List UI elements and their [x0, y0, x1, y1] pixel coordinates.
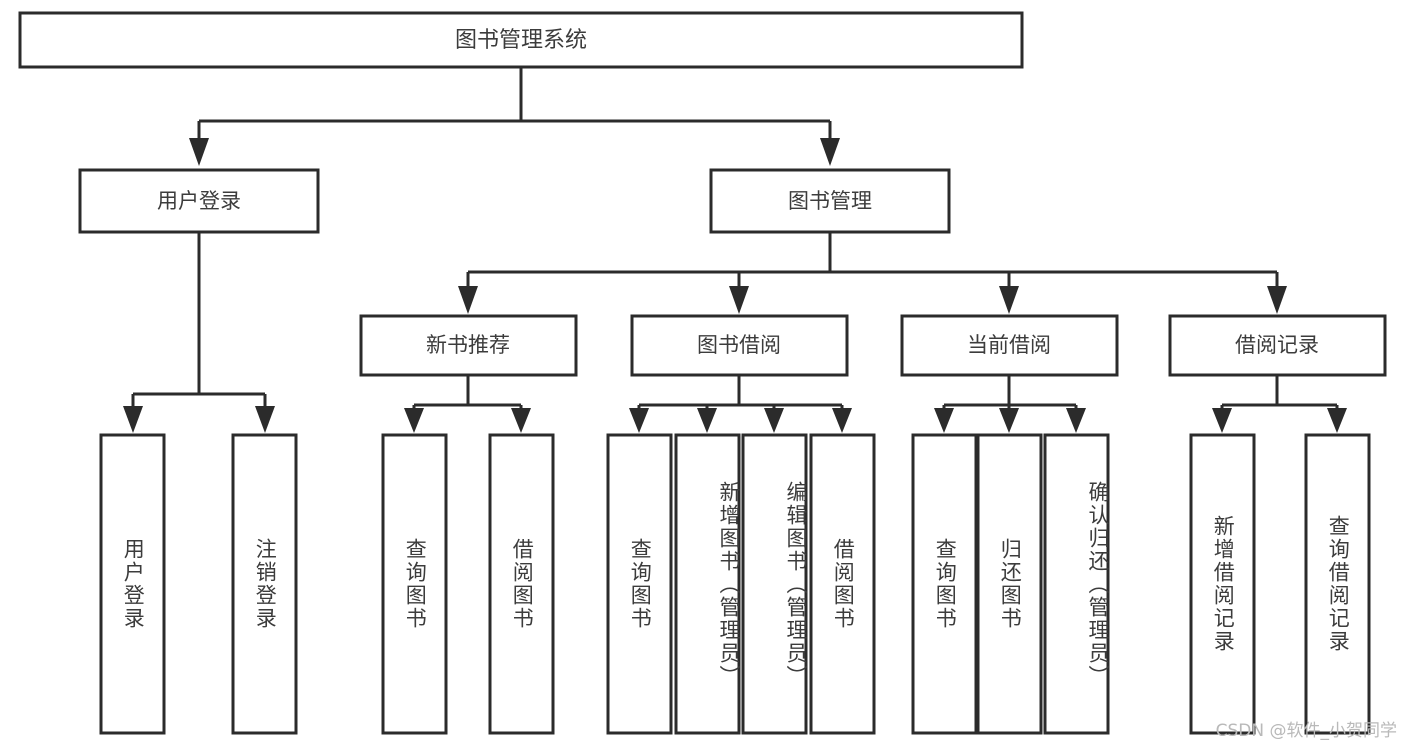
- leaf-box-borrow-book-2[interactable]: [809, 433, 876, 735]
- node-book-manage-label: 图书管理: [788, 189, 872, 213]
- node-book-borrow-box[interactable]: [630, 314, 849, 377]
- arrowhead-current-borrow: [999, 286, 1019, 314]
- leaf-boxes: [99, 433, 1371, 735]
- arrowhead-leaf-query-book-1: [404, 408, 424, 433]
- leaf-box-add-book[interactable]: [674, 433, 741, 735]
- node-current-borrow[interactable]: 当前借阅: [900, 314, 1119, 377]
- node-current-borrow-label: 当前借阅: [967, 333, 1051, 357]
- arrowhead-leaf-query-book-2: [629, 408, 649, 433]
- leaf-box-add-record[interactable]: [1189, 433, 1256, 735]
- arrowhead-leaf-query-record: [1327, 408, 1347, 433]
- node-book-manage-box[interactable]: [709, 168, 951, 234]
- leaf-box-query-book-3[interactable]: [911, 433, 978, 735]
- arrowhead-leaf-edit-book: [764, 408, 784, 433]
- leaf-box-borrow-book-1[interactable]: [488, 433, 555, 735]
- connector-group-root: [189, 67, 840, 166]
- leaf-box-confirm-return[interactable]: [1043, 433, 1110, 735]
- leaf-box-edit-book[interactable]: [741, 433, 808, 735]
- leaf-box-query-record[interactable]: [1304, 433, 1371, 735]
- arrowhead-leaf-user-login: [123, 406, 143, 433]
- connector-group-user-login: [123, 232, 275, 433]
- node-root-box[interactable]: [18, 11, 1024, 69]
- node-new-book-recommend-label: 新书推荐: [426, 333, 510, 357]
- arrowhead-leaf-return-book: [999, 408, 1019, 433]
- leaf-box-logout[interactable]: [231, 433, 298, 735]
- node-borrow-record-box[interactable]: [1168, 314, 1387, 377]
- node-new-book-recommend-box[interactable]: [359, 314, 578, 377]
- arrowhead-leaf-query-book-3: [934, 408, 954, 433]
- arrowhead-leaf-logout: [255, 406, 275, 433]
- node-book-borrow[interactable]: 图书借阅: [630, 314, 849, 377]
- arrowhead-book-manage: [820, 138, 840, 166]
- arrowhead-new-book-recommend: [458, 286, 478, 314]
- node-book-borrow-label: 图书借阅: [697, 333, 781, 357]
- arrowhead-leaf-add-record: [1212, 408, 1232, 433]
- arrowhead-leaf-add-book: [697, 408, 717, 433]
- node-borrow-record-label: 借阅记录: [1235, 333, 1319, 357]
- connector-group-current-borrow: [934, 375, 1086, 433]
- node-book-manage[interactable]: 图书管理: [709, 168, 951, 234]
- node-root[interactable]: 图书管理系统: [18, 11, 1024, 69]
- node-user-login-label: 用户登录: [157, 189, 241, 213]
- csdn-watermark: CSDN @软件_小贺同学: [1215, 721, 1397, 741]
- node-borrow-record[interactable]: 借阅记录: [1168, 314, 1387, 377]
- node-user-login[interactable]: 用户登录: [78, 168, 320, 234]
- arrowhead-user-login: [189, 138, 209, 166]
- leaf-box-return-book[interactable]: [976, 433, 1043, 735]
- connector-group-new-book-recommend: [404, 375, 531, 433]
- node-new-book-recommend[interactable]: 新书推荐: [359, 314, 578, 377]
- node-user-login-box[interactable]: [78, 168, 320, 234]
- connector-group-book-manage: [458, 232, 1287, 314]
- arrowhead-leaf-borrow-book-2: [832, 408, 852, 433]
- leaf-box-query-book-2[interactable]: [606, 433, 673, 735]
- arrowhead-leaf-confirm-return: [1066, 408, 1086, 433]
- leaf-box-query-book-1[interactable]: [381, 433, 448, 735]
- arrowhead-borrow-record: [1267, 286, 1287, 314]
- connector-group-book-borrow: [629, 375, 852, 433]
- arrowhead-leaf-borrow-book-1: [511, 408, 531, 433]
- arrowhead-book-borrow: [729, 286, 749, 314]
- leaf-box-user-login[interactable]: [99, 433, 166, 735]
- node-root-label: 图书管理系统: [455, 28, 587, 53]
- node-current-borrow-box[interactable]: [900, 314, 1119, 377]
- connector-group-borrow-record: [1212, 375, 1347, 433]
